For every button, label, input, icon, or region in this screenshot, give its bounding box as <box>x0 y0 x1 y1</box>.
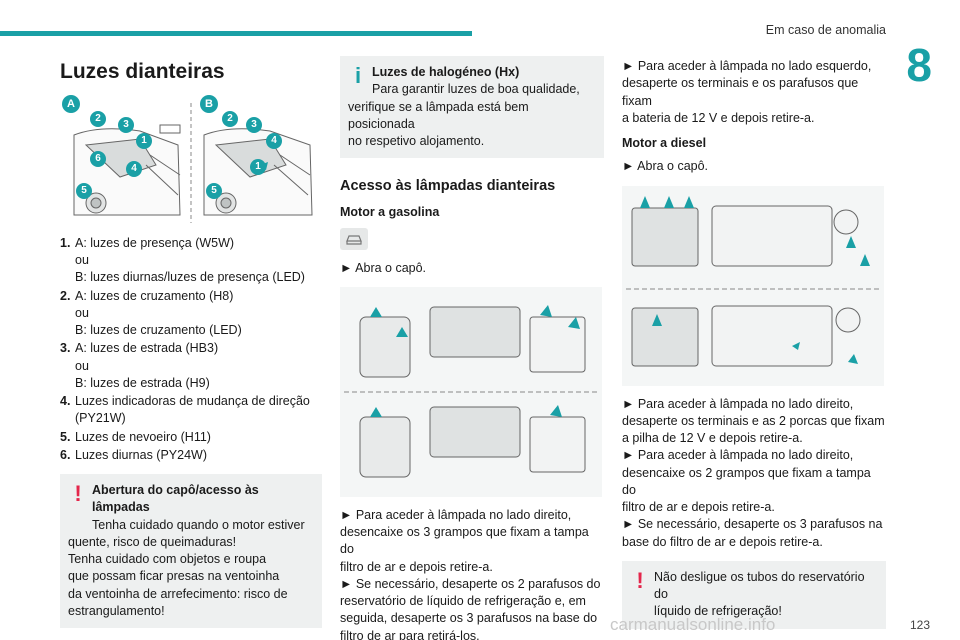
callout-b-3: 3 <box>246 116 262 133</box>
legend-item-4: 4.Luzes indicadoras de mudança de direçã… <box>60 394 310 426</box>
figure-label-b: B <box>200 94 218 113</box>
legend-item-5: 5.Luzes de nevoeiro (H11) <box>60 429 211 444</box>
car-hood-icon <box>340 227 368 250</box>
step-open-hood-diesel: ► Abra o capô. <box>622 159 709 174</box>
subheading-petrol: Motor a gasolina <box>340 205 440 220</box>
callout-a-2: 2 <box>90 110 106 127</box>
warning-box-coolant: ! Não desligue os tubos do reservatório … <box>622 560 886 629</box>
info-box-halogen: i Luzes de halogéneo (Hx) Para garantir … <box>340 56 604 159</box>
callout-b-2: 2 <box>222 110 238 127</box>
figure-label-a: A <box>62 94 80 113</box>
section-heading-access: Acesso às lâmpadas dianteiras <box>340 178 556 195</box>
left-lamp-instructions: ► Para aceder à lâmpada no lado esquerdo… <box>622 59 872 125</box>
petrol-engine-figure <box>340 286 602 497</box>
callout-b-1: 1 <box>250 158 266 175</box>
page-title: Luzes dianteiras <box>60 60 225 83</box>
callout-a-1: 1 <box>136 132 152 149</box>
callout-b-5: 5 <box>206 182 222 199</box>
column-3: ► Para aceder à lâmpada no lado esquerdo… <box>622 52 886 629</box>
subheading-diesel: Motor a diesel <box>622 136 707 150</box>
callout-a-3: 3 <box>118 116 134 133</box>
chapter-number: 8 <box>906 39 932 91</box>
watermark: carmanualsonline.info <box>610 614 776 634</box>
warning-icon: ! <box>74 481 82 507</box>
warning-box-hood: ! Abertura do capô/acesso às lâmpadas Te… <box>60 474 322 629</box>
callout-a-5: 5 <box>76 182 92 199</box>
section-title: Em caso de anomalia <box>765 23 886 37</box>
callout-a-4: 4 <box>126 160 142 177</box>
step-open-hood: ► Abra o capô. <box>340 260 427 275</box>
page-number: 123 <box>909 618 930 633</box>
diesel-engine-figure <box>622 185 884 386</box>
callout-b-4: 4 <box>266 132 282 149</box>
info-icon: i <box>354 63 362 88</box>
callout-a-6: 6 <box>90 150 106 167</box>
headlamp-figure: A B 2 3 1 6 4 5 2 3 4 1 5 <box>60 94 322 225</box>
diesel-instructions: ► Para aceder à lâmpada no lado direito,… <box>622 396 885 549</box>
warning-icon-coolant: ! <box>636 567 644 593</box>
petrol-instructions: ► Para aceder à lâmpada no lado direito,… <box>340 507 601 640</box>
legend-item-6: 6.Luzes diurnas (PY24W) <box>60 447 208 462</box>
column-2: i Luzes de halogéneo (Hx) Para garantir … <box>340 52 604 640</box>
header-bar <box>0 31 472 36</box>
column-1: Luzes dianteiras <box>60 52 322 629</box>
